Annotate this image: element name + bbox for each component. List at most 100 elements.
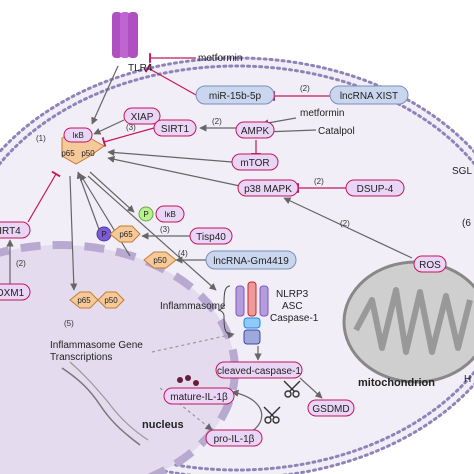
nfkb-to-nucleus xyxy=(69,175,78,291)
mtor-label: mTOR xyxy=(240,158,269,169)
p-p65-node xyxy=(109,225,141,243)
p-ikb-node xyxy=(155,205,185,223)
nucleus-label: nucleus xyxy=(142,419,184,431)
step-2-oxm: (2) xyxy=(16,259,26,268)
nuc-p50-label: p50 xyxy=(104,296,118,305)
ampk-label: AMPK xyxy=(241,126,270,137)
tisp40-node xyxy=(189,227,233,245)
step-1: (1) xyxy=(36,134,46,143)
scissors-icon xyxy=(283,380,301,398)
tlr4-receptor-2 xyxy=(120,12,130,58)
tlr4-receptor xyxy=(112,12,122,58)
xiap-node xyxy=(123,107,161,125)
mir-inhibits-tlr4 xyxy=(144,63,197,96)
dsup4-label: DSUP-4 xyxy=(357,184,394,195)
p-p65-label: p65 xyxy=(119,230,133,239)
step-5-gene: (5) xyxy=(64,319,74,328)
p50-label: p50 xyxy=(81,149,95,158)
mitochondrion-cristae xyxy=(353,287,473,355)
nfkb-to-inflammasome xyxy=(87,175,217,291)
irt4-node xyxy=(0,221,31,239)
ros-node xyxy=(413,255,447,273)
pro-label: pro-IL-1β xyxy=(214,434,255,445)
inflammasome-structure xyxy=(235,281,269,345)
irt4-inhibits-nfkb xyxy=(27,170,61,223)
gene-to-inflammasome xyxy=(151,331,235,353)
oxm1-node xyxy=(0,283,31,301)
tisp40-label: Tisp40 xyxy=(196,232,226,243)
mitochondrion-label: mitochondrion xyxy=(358,377,435,389)
il1b-particles xyxy=(177,375,199,386)
nfkb-to-p-ikb xyxy=(89,171,135,213)
xiap-label: XIAP xyxy=(131,112,154,123)
step-3-xiap: (3) xyxy=(126,123,136,132)
gm4419-label: lncRNA-Gm4419 xyxy=(213,256,289,267)
cleaved-label: cleaved-caspase-1 xyxy=(217,366,301,377)
p38-to-nfkb xyxy=(107,155,241,187)
mature-node xyxy=(163,387,235,405)
xiap-to-nfkb xyxy=(93,119,125,135)
oxm1-label: OXM1 xyxy=(0,288,25,299)
gene-to-pro xyxy=(159,387,213,431)
step-2-ros: (2) xyxy=(340,219,350,228)
cell-membrane-outer xyxy=(0,56,474,474)
scissors-icon-2 xyxy=(263,406,281,424)
mir-node xyxy=(195,85,275,105)
ros-to-p38 xyxy=(283,197,413,259)
xist-node xyxy=(329,85,409,105)
p-badge-ikb xyxy=(138,206,154,222)
ikb-node xyxy=(63,127,93,143)
step-2-dsup: (2) xyxy=(314,177,324,186)
nuc-p65-label: p65 xyxy=(77,296,91,305)
nuc-p50-node xyxy=(97,291,125,309)
dsup4-node xyxy=(345,179,405,197)
catalpol-label: Catalpol xyxy=(318,126,355,137)
sgl-label-cut: SGL xyxy=(452,166,472,177)
sirt1-inhibits-nfkb xyxy=(101,127,155,147)
tlr4-receptor-3 xyxy=(128,12,138,58)
gm4419-node xyxy=(205,250,297,270)
mature-label: mature-IL-1β xyxy=(170,392,228,403)
irt4-label: IRT4 xyxy=(0,226,21,237)
step-4-gm: (4) xyxy=(178,249,188,258)
p-badge-p65-label: P xyxy=(101,230,106,239)
p38-label: p38 MAPK xyxy=(244,184,292,195)
p65-label: p65 xyxy=(61,149,75,158)
caspase1-label: Caspase-1 xyxy=(270,313,319,324)
gsdmd-label: GSDMD xyxy=(312,404,349,415)
mtor-node xyxy=(231,153,279,171)
asc-label: ASC xyxy=(282,301,303,312)
p-ikb-label: IκB xyxy=(164,210,176,219)
p50-single-node xyxy=(143,251,177,269)
p-p65-to-nfkb xyxy=(76,171,101,233)
xist-label: lncRNA XIST xyxy=(340,91,398,102)
p50-single-label: p50 xyxy=(153,256,167,265)
inflammasome-label: Inflammasome xyxy=(160,301,226,312)
pro-node xyxy=(205,429,263,447)
mtor-to-nfkb xyxy=(107,148,233,163)
ros-label: ROS xyxy=(419,260,441,271)
nlrp3-label: NLRP3 xyxy=(276,289,309,300)
step-6-cut: (6 xyxy=(462,218,471,229)
sirt1-label: SIRT1 xyxy=(161,124,190,135)
dna-strand xyxy=(61,367,141,446)
tlr4-to-nfkb xyxy=(91,65,119,125)
tlr4-label: TLR4 xyxy=(128,63,153,74)
step-2-mir: (2) xyxy=(300,84,310,93)
cell-membrane-inner xyxy=(0,64,474,472)
gene-label-line1: Inflammasome Gene xyxy=(50,340,143,351)
metformin-top-label: metformin xyxy=(198,53,242,64)
h-label-cut: H xyxy=(464,374,471,385)
dna-strand-2 xyxy=(69,361,149,441)
ampk-node xyxy=(235,121,275,139)
p38-node xyxy=(237,179,299,197)
step-2-sirt1: (2) xyxy=(212,117,222,126)
ikb-label: IκB xyxy=(72,131,84,140)
cleaved-to-gsdmd xyxy=(299,377,323,399)
inflammasome-brace xyxy=(217,285,231,335)
cleaved-node xyxy=(215,361,303,379)
sirt1-node xyxy=(153,119,197,137)
metformin-mid-label: metformin xyxy=(300,108,344,119)
